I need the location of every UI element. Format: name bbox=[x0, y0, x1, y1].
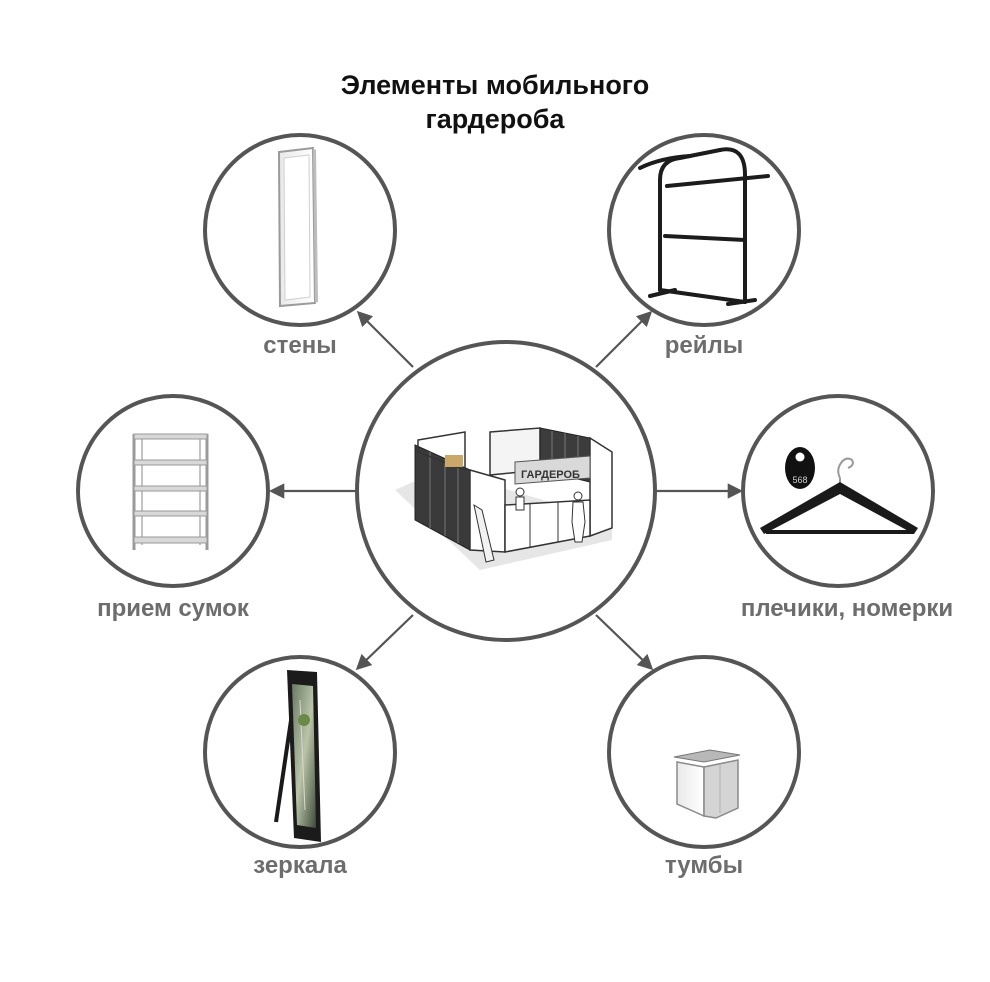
title-line-1: Элементы мобильного bbox=[340, 70, 650, 100]
label-stands: тумбы bbox=[664, 852, 744, 879]
node-stands bbox=[607, 655, 801, 849]
hanger-and-tag-image: 568 bbox=[760, 447, 918, 534]
counter-stand-image bbox=[673, 749, 741, 819]
tag-number: 568 bbox=[792, 475, 807, 485]
node-mirrors bbox=[203, 655, 397, 849]
center-node: ГАРДЕРОБ bbox=[355, 340, 657, 642]
arrow-to-rails bbox=[595, 310, 653, 368]
node-walls bbox=[203, 133, 397, 327]
standing-mirror-image bbox=[274, 670, 321, 842]
label-walls: стены bbox=[263, 332, 337, 359]
node-hangers: 568 bbox=[741, 394, 935, 588]
wardrobe-booth-illustration: ГАРДЕРОБ bbox=[395, 427, 613, 570]
wall-panel-image bbox=[277, 146, 318, 308]
node-rails bbox=[607, 133, 801, 327]
label-mirrors: зеркала bbox=[253, 852, 347, 879]
arrow-to-stands bbox=[595, 614, 654, 671]
node-shelves bbox=[76, 394, 270, 588]
booth-sign-text: ГАРДЕРОБ bbox=[521, 469, 580, 481]
diagram-title: Элементы мобильного гардероба bbox=[0, 68, 990, 136]
arrow-to-mirrors bbox=[355, 614, 414, 671]
shelving-unit-image bbox=[132, 433, 209, 550]
title-line-2: гардероба bbox=[425, 104, 565, 134]
arrow-to-walls bbox=[356, 310, 414, 368]
clothes-rail-image bbox=[638, 147, 770, 306]
label-rails: рейлы bbox=[664, 332, 744, 359]
label-shelves: прием сумок bbox=[97, 595, 249, 622]
label-hangers: плечики, номерки bbox=[740, 595, 954, 622]
arrows bbox=[268, 310, 744, 671]
